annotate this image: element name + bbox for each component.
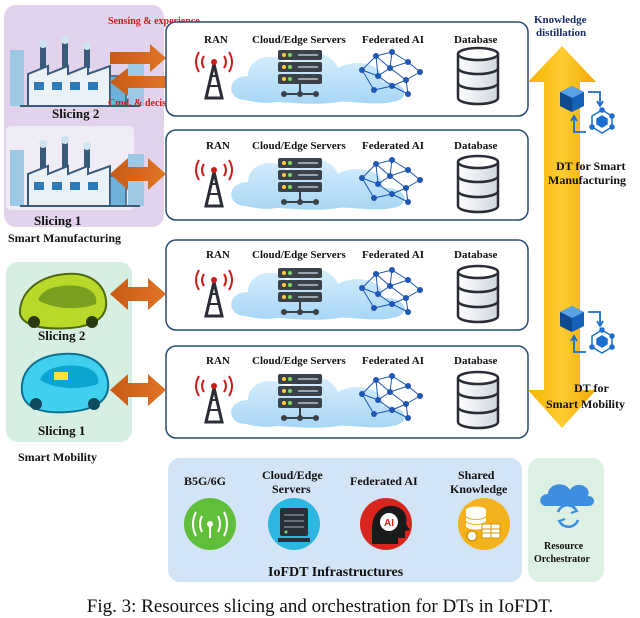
smart-mobility-group: Slicing 2 Slicing 1 Smart Mobility: [6, 262, 132, 464]
servers-label: Cloud/Edge Servers: [252, 34, 347, 46]
mobility-slice2-label: Slicing 2: [38, 328, 85, 343]
database-icon: [456, 264, 500, 324]
b5g-label: B5G/6G: [184, 474, 226, 488]
ai-badge-text: AI: [384, 518, 394, 529]
infra-servers-label-2: Servers: [272, 482, 311, 496]
database-label: Database: [454, 355, 498, 367]
database-icon: [456, 46, 500, 106]
orchestrator-label-1: Resource: [544, 541, 584, 552]
infra-title: IoFDT Infrastructures: [268, 565, 404, 580]
b5g-icon: [184, 498, 236, 550]
ran-label: RAN: [204, 34, 228, 46]
knowledge-label-1: Knowledge: [534, 14, 587, 26]
dt-mob-label-1: DT for: [574, 381, 609, 395]
infra-servers-label-1: Cloud/Edge: [262, 468, 323, 482]
servers-label: Cloud/Edge Servers: [252, 140, 347, 152]
database-label: Database: [454, 249, 498, 261]
dt-mfg-label-2: Manufacturing: [548, 173, 626, 187]
slice-row-1: RAN Cloud/Edge Servers Federated AI Data…: [165, 21, 529, 117]
orchestrator-label-2: Orchestrator: [534, 554, 590, 565]
car-icon: [18, 272, 108, 330]
infrastructure-panel: B5G/6G Cloud/Edge Servers Federated AI S…: [168, 458, 522, 582]
database-icon: [456, 154, 500, 214]
knowledge-label-2: distillation: [536, 27, 586, 39]
ran-label: RAN: [206, 355, 230, 367]
resource-orchestrator-panel: Resource Orchestrator: [528, 458, 604, 582]
ran-label: RAN: [206, 140, 230, 152]
servers-label: Cloud/Edge Servers: [252, 249, 347, 261]
shared-knowledge-icon: [458, 498, 510, 550]
database-label: Database: [454, 140, 498, 152]
mobility-group-label: Smart Mobility: [18, 450, 97, 464]
manufacturing-slice1-label: Slicing 1: [34, 213, 81, 228]
smart-manufacturing-group: Slicing 2 Slicing 1 Smart Manufacturing: [4, 5, 164, 245]
fedai-label: Federated AI: [362, 34, 424, 46]
slice-row-3: RAN Cloud/Edge Servers Federated AI Data…: [165, 239, 529, 331]
infra-server-icon: [268, 498, 320, 550]
cloud-sync-icon: [540, 484, 594, 529]
fedai-label: Federated AI: [362, 140, 424, 152]
fedai-label: Federated AI: [362, 249, 424, 261]
dt-mob-label-2: Smart Mobility: [546, 397, 625, 411]
figure-caption: Fig. 3: Resources slicing and orchestrat…: [86, 596, 554, 617]
mobility-slice1-label: Slicing 1: [38, 423, 85, 438]
knowledge-distillation-arrow: [528, 46, 596, 428]
database-icon: [456, 370, 500, 430]
car-icon: [20, 352, 110, 414]
servers-label: Cloud/Edge Servers: [252, 355, 347, 367]
infra-shared-label-1: Shared: [458, 468, 495, 482]
dt-mfg-label-1: DT for Smart: [556, 159, 626, 173]
manufacturing-group-label: Smart Manufacturing: [8, 231, 121, 245]
slice-row-2: RAN Cloud/Edge Servers Federated AI Data…: [165, 129, 529, 221]
ai-head-icon: AI: [360, 498, 412, 550]
infra-fedai-label: Federated AI: [350, 474, 418, 488]
database-label: Database: [454, 34, 498, 46]
ran-label: RAN: [206, 249, 230, 261]
sensing-arrow: Sensing & experience: [108, 16, 200, 72]
command-arrow: Cmd. & decisions: [108, 68, 183, 109]
fedai-label: Federated AI: [362, 355, 424, 367]
command-label: Cmd. & decisions: [108, 98, 183, 109]
slice-row-4: RAN Cloud/Edge Servers Federated AI Data…: [165, 345, 529, 439]
manufacturing-slice2-label: Slicing 2: [52, 106, 99, 121]
infra-shared-label-2: Knowledge: [450, 482, 508, 496]
sensing-label: Sensing & experience: [108, 16, 200, 27]
